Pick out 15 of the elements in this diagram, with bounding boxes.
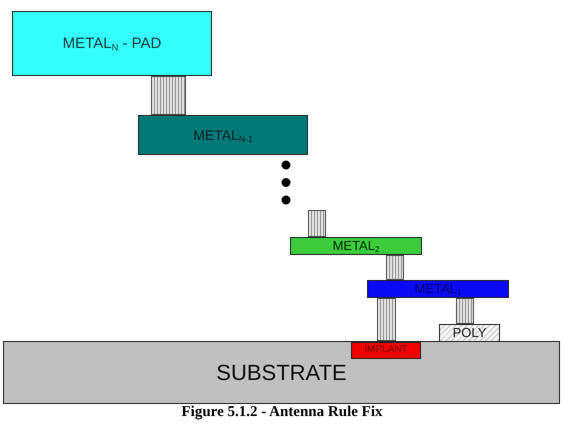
layer-label: SUBSTRATE — [216, 360, 347, 384]
metal-layer — [367, 280, 509, 298]
pad-layer — [12, 11, 212, 76]
substrate-layer — [3, 341, 560, 404]
layer-label: POLY — [452, 326, 486, 340]
layer-label: METAL$_{N}$ - PAD — [62, 36, 162, 52]
metal-layer — [290, 237, 422, 255]
layer-label: IMPLANT — [364, 345, 408, 356]
layer-label: METAL$_{2}$ — [332, 239, 380, 253]
implant-region — [351, 342, 421, 359]
layer-label: METAL$_{1}$ — [414, 282, 462, 296]
layer-label: METAL$_{N-1}$ — [193, 128, 253, 142]
poly-layer — [439, 324, 500, 342]
figure-caption: Figure 5.1.2 - Antenna Rule Fix — [182, 404, 382, 420]
metal-layer — [138, 115, 308, 155]
